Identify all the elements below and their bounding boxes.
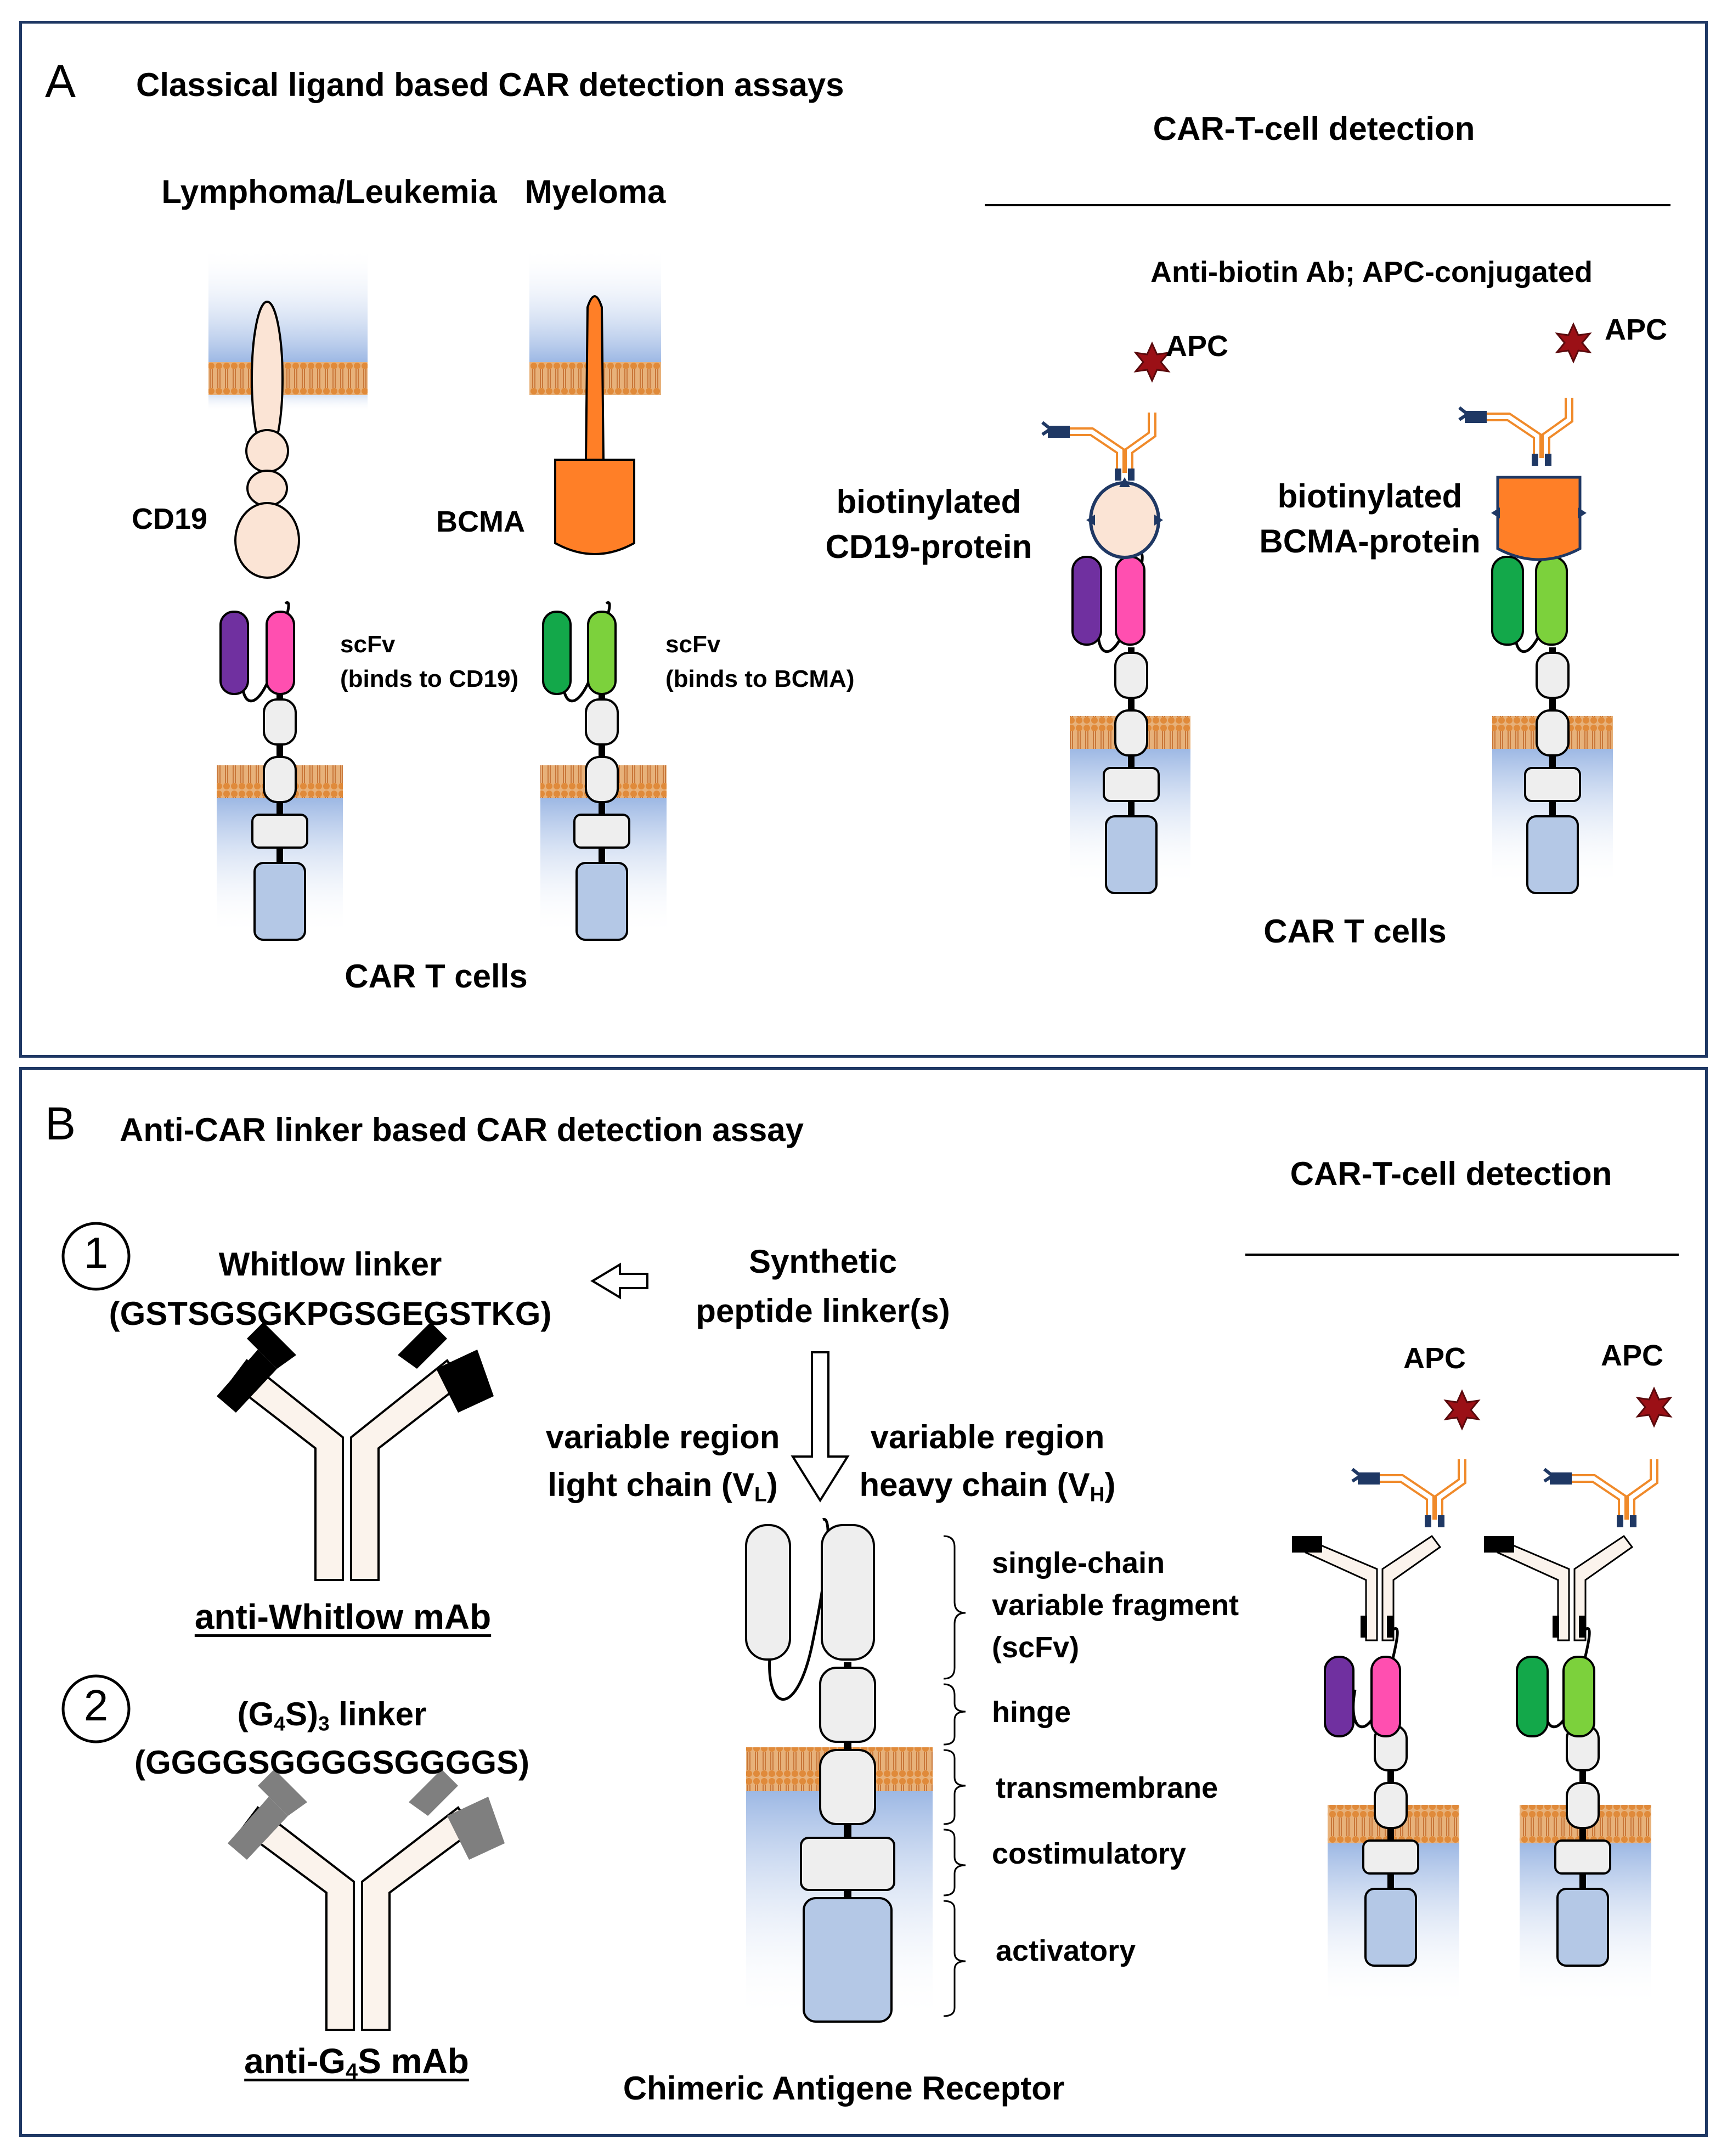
biotinylated-bcma-line1: biotinylated <box>1277 478 1463 515</box>
secondary-ab-label: Anti-biotin Ab; APC-conjugated <box>1150 256 1593 289</box>
domain-hinge: hinge <box>992 1696 1071 1729</box>
anti-whitlow-mab-icon <box>217 1322 494 1581</box>
chimeric-antigen-receptor <box>745 1518 933 2023</box>
receptor-caption: Chimeric Antigene Receptor <box>623 2070 1065 2107</box>
domain-scfv-line2: variable fragment <box>992 1589 1239 1622</box>
apc-label-3: APC <box>1403 1342 1466 1375</box>
detection-g4s <box>1484 1387 1672 2008</box>
detection-whitlow <box>1292 1390 1480 2008</box>
scfv-desc-1: (binds to CD19) <box>340 665 519 692</box>
scfv-desc-2: (binds to BCMA) <box>665 665 855 692</box>
biotinylated-cd19-line1: biotinylated <box>836 483 1021 520</box>
panel-a-title: Classical ligand based CAR detection ass… <box>136 66 844 103</box>
vl-label-line1: variable region <box>545 1419 780 1455</box>
group-label-lymphoma: Lymphoma/Leukemia <box>161 173 497 210</box>
scfv-label-2: scFv <box>665 631 721 658</box>
vh-label-line1: variable region <box>870 1419 1105 1455</box>
vl-label-line2: light chain (VL) <box>548 1466 778 1506</box>
whitlow-linker-title: Whitlow linker <box>218 1246 442 1283</box>
biotinylated-cd19-line2: CD19-protein <box>825 528 1032 565</box>
scfv-label-1: scFv <box>340 631 396 658</box>
whitlow-linker-sequence: (GSTSGSGKPGSGEGSTKG) <box>109 1295 552 1332</box>
detection-divider-a <box>985 204 1670 206</box>
number-1: 1 <box>83 1228 109 1277</box>
car-t-cell-bcma <box>540 601 667 940</box>
antigen-label-cd19: CD19 <box>132 503 208 535</box>
detection-header-a: CAR-T-cell detection <box>1153 110 1475 147</box>
panel-b-letter: B <box>45 1098 76 1149</box>
car-t-cells-label-left: CAR T cells <box>345 958 528 995</box>
domain-brackets <box>943 1535 966 2017</box>
panel-a-letter: A <box>45 55 76 107</box>
biotinylated-bcma-line2: BCMA-protein <box>1259 523 1481 560</box>
synthetic-linker-line1: Synthetic <box>748 1243 898 1280</box>
domain-activatory: activatory <box>996 1934 1136 1967</box>
anti-g4s-mab-icon <box>228 1769 505 2031</box>
domain-transmembrane: transmembrane <box>996 1771 1218 1804</box>
apc-label-2: APC <box>1605 313 1668 346</box>
detection-divider-b <box>1245 1254 1679 1256</box>
tumor-cell-bcma <box>529 247 661 555</box>
car-t-cell-cd19 <box>217 601 343 940</box>
apc-label-1: APC <box>1166 330 1229 363</box>
detection-cd19 <box>1042 342 1190 893</box>
number-circle-2 <box>61 1674 131 1743</box>
domain-costimulatory: costimulatory <box>992 1837 1187 1870</box>
car-t-cells-label-right: CAR T cells <box>1263 913 1447 950</box>
g4s-linker-title: (G4S)3 linker <box>237 1696 427 1735</box>
domain-scfv-line3: (scFv) <box>992 1631 1080 1664</box>
hollow-arrow-down-icon <box>791 1351 850 1503</box>
apc-label-4: APC <box>1601 1339 1664 1372</box>
number-circle-1 <box>61 1222 131 1291</box>
vh-label-line2: heavy chain (VH) <box>859 1466 1116 1506</box>
group-label-myeloma: Myeloma <box>524 173 666 210</box>
detection-bcma <box>1459 323 1613 893</box>
anti-g4s-mab-label: anti-G4S mAb <box>244 2041 469 2084</box>
anti-whitlow-mab-label: anti-Whitlow mAb <box>194 1597 492 1636</box>
tumor-cell-cd19 <box>208 247 368 579</box>
hollow-arrow-left-icon <box>590 1262 648 1300</box>
domain-scfv-line1: single-chain <box>992 1547 1165 1579</box>
number-2: 2 <box>83 1681 109 1730</box>
panel-b-title: Anti-CAR linker based CAR detection assa… <box>120 1111 804 1148</box>
synthetic-linker-line2: peptide linker(s) <box>696 1293 950 1329</box>
antigen-label-bcma: BCMA <box>436 505 525 538</box>
detection-header-b: CAR-T-cell detection <box>1290 1155 1612 1192</box>
g4s-linker-sequence: (GGGGSGGGGSGGGGS) <box>134 1744 530 1781</box>
